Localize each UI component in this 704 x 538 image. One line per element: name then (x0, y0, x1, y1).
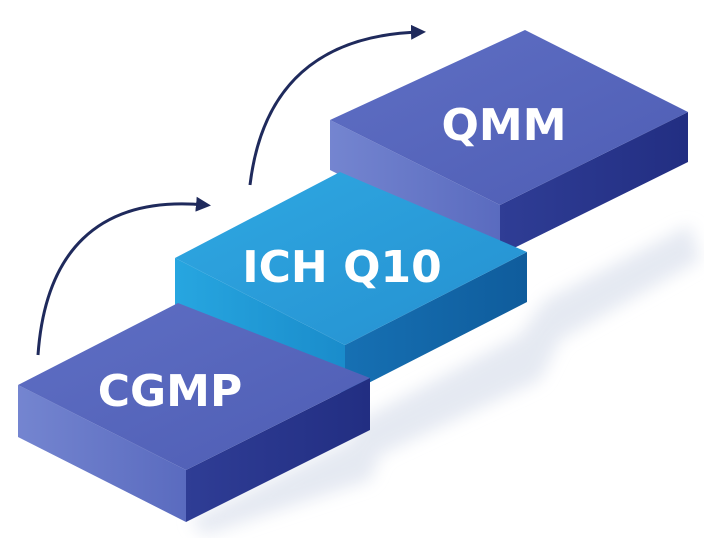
step-ich-q10-front-right (345, 252, 527, 395)
step-label-cgmp: CGMP (98, 366, 242, 417)
step-cgmp-top (18, 303, 370, 470)
step-qmm-top (330, 30, 688, 205)
step-ich-q10 (175, 172, 527, 395)
step-ich-q10-top (175, 172, 527, 345)
step-qmm-front-left (330, 120, 500, 255)
step-qmm-front-right (500, 112, 688, 255)
step-label-ich-q10: ICH Q10 (242, 242, 441, 293)
arrow-ich-q10-to-qmm (248, 24, 426, 186)
step-cgmp (18, 303, 370, 522)
stairs-shadow (190, 225, 700, 535)
step-qmm (330, 30, 688, 255)
step-cgmp-front-right (186, 378, 370, 522)
step-label-qmm: QMM (442, 100, 567, 151)
step-cgmp-front-left (18, 385, 186, 522)
arrow-cgmp-to-ich-q10 (36, 196, 211, 356)
